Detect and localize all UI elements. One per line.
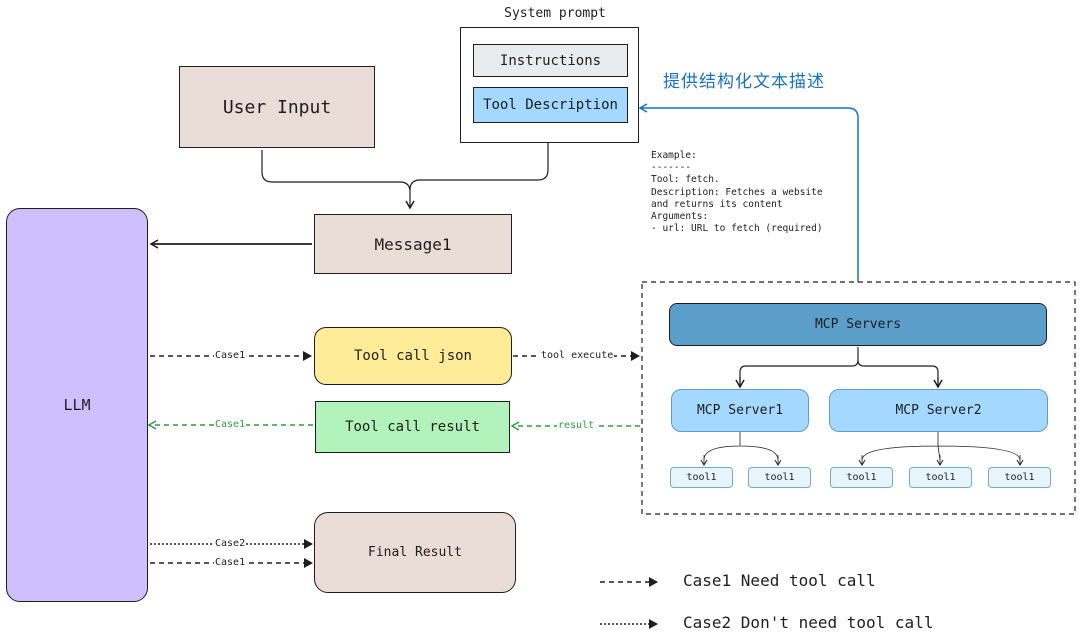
mcp-branch-lines xyxy=(739,347,939,387)
tool-call-json-box: Tool call json xyxy=(314,327,512,385)
tool-description-box: Tool Description xyxy=(473,87,628,123)
edge-label-case2-final: Case2 xyxy=(214,538,247,550)
edge-label-tool-execute: tool execute xyxy=(540,350,615,362)
legend-case1-text: Case1 Need tool call xyxy=(683,571,876,590)
server2-tool-lines xyxy=(861,432,1021,461)
tool-item: tool1 xyxy=(670,467,733,488)
final-result-box: Final Result xyxy=(314,512,516,593)
tool-item: tool1 xyxy=(988,467,1051,488)
llm-box: LLM xyxy=(6,208,148,602)
tool-example-text: Example: ------- Tool: fetch. Descriptio… xyxy=(651,150,823,235)
edge-label-case1-json: Case1 xyxy=(214,350,247,362)
tool-item: tool1 xyxy=(830,467,893,488)
edge-label-case1-back: Case1 xyxy=(214,419,247,431)
tool-description-arrow xyxy=(638,103,859,282)
mcp-container xyxy=(641,281,1076,515)
user-input-box: User Input xyxy=(179,66,375,148)
tool-item: tool1 xyxy=(748,467,811,488)
edge-label-result: result xyxy=(557,420,596,432)
mcp-server1-box: MCP Server1 xyxy=(671,389,809,432)
tool-call-result-box: Tool call result xyxy=(315,401,510,453)
chinese-note: 提供结构化文本描述 xyxy=(663,72,825,92)
user-input-connector xyxy=(261,150,415,210)
system-prompt-title: System prompt xyxy=(504,6,606,21)
mcp-servers-box: MCP Servers xyxy=(669,303,1047,346)
legend-case2-text: Case2 Don't need tool call xyxy=(683,613,934,632)
mcp-server2-box: MCP Server2 xyxy=(829,389,1048,432)
message1-box: Message1 xyxy=(314,214,512,274)
server1-tool-lines xyxy=(703,432,779,461)
edge-label-case1-final: Case1 xyxy=(214,557,247,569)
system-prompt-connector xyxy=(409,142,549,191)
tool-item: tool1 xyxy=(909,467,972,488)
instructions-box: Instructions xyxy=(473,44,628,77)
